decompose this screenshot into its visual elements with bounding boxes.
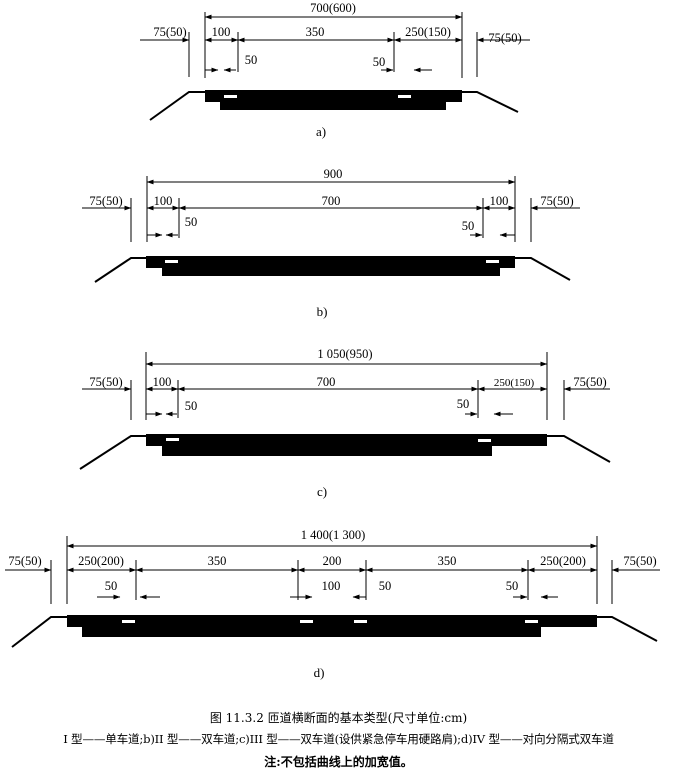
labels-d: 1 400(1 300) 75(50) 250(200) 350 200 350… xyxy=(8,528,656,680)
pavement-c xyxy=(146,434,547,456)
panel-caption: b) xyxy=(317,304,328,319)
segment-label: 350 xyxy=(306,25,325,39)
segment-label: 100 xyxy=(153,375,172,389)
labels-c: 1 050(950) 75(50) 100 700 250(150) 75(50… xyxy=(89,347,606,499)
figure-title: 图 11.3.2 匝道横断面的基本类型(尺寸单位:cm) xyxy=(209,711,468,725)
panel-d xyxy=(5,536,660,648)
panel-b xyxy=(82,176,580,283)
offset-label: 50 xyxy=(185,215,198,229)
total-dim-label: 1 400(1 300) xyxy=(301,528,366,542)
panel-caption: a) xyxy=(316,124,326,139)
segment-label: 700 xyxy=(317,375,336,389)
labels-b: 900 75(50) 100 700 100 75(50) 50 50 b) xyxy=(89,167,573,319)
offset-label: 50 xyxy=(506,579,519,593)
pavement-b xyxy=(146,256,515,276)
offset-label: 50 xyxy=(373,55,386,69)
panel-caption: d) xyxy=(314,665,325,680)
figure-note: 注:不包括曲线上的加宽值。 xyxy=(264,755,413,769)
outer-left-label: 75(50) xyxy=(89,375,122,389)
segment-label: 350 xyxy=(208,554,227,568)
figure-types-line: I 型——单车道;b)II 型——双车道;c)III 型——双车道(设供紧急停车… xyxy=(63,732,614,746)
labels-a: 700(600) 75(50) 100 350 250(150) 75(50) … xyxy=(153,1,521,139)
panel-c xyxy=(79,352,611,470)
outer-left-label: 75(50) xyxy=(8,554,41,568)
pavement-d xyxy=(67,615,597,637)
panel-a xyxy=(140,12,530,121)
total-dim-label: 900 xyxy=(324,167,343,181)
offset-label: 50 xyxy=(245,53,258,67)
segment-label: 100 xyxy=(212,25,231,39)
segment-label: 250(200) xyxy=(78,554,124,568)
segment-label: 100 xyxy=(154,194,173,208)
panel-caption: c) xyxy=(317,484,327,499)
outer-left-label: 75(50) xyxy=(153,25,186,39)
offset-label: 50 xyxy=(105,579,118,593)
segment-label: 250(150) xyxy=(494,377,535,389)
segment-label: 700 xyxy=(322,194,341,208)
offset-label: 50 xyxy=(379,579,392,593)
offset-label: 100 xyxy=(322,579,341,593)
total-dim-label: 700(600) xyxy=(310,1,356,15)
outer-right-label: 75(50) xyxy=(623,554,656,568)
offset-label: 50 xyxy=(457,397,470,411)
segment-label: 250(150) xyxy=(405,25,451,39)
offset-label: 50 xyxy=(185,399,198,413)
segment-label: 350 xyxy=(438,554,457,568)
outer-right-label: 75(50) xyxy=(540,194,573,208)
outer-right-label: 75(50) xyxy=(573,375,606,389)
segment-label: 100 xyxy=(490,194,509,208)
pavement-a xyxy=(205,90,462,110)
outer-right-label: 75(50) xyxy=(488,31,521,45)
segment-label: 250(200) xyxy=(540,554,586,568)
offset-label: 50 xyxy=(462,219,475,233)
outer-left-label: 75(50) xyxy=(89,194,122,208)
segment-label: 200 xyxy=(323,554,342,568)
total-dim-label: 1 050(950) xyxy=(317,347,372,361)
